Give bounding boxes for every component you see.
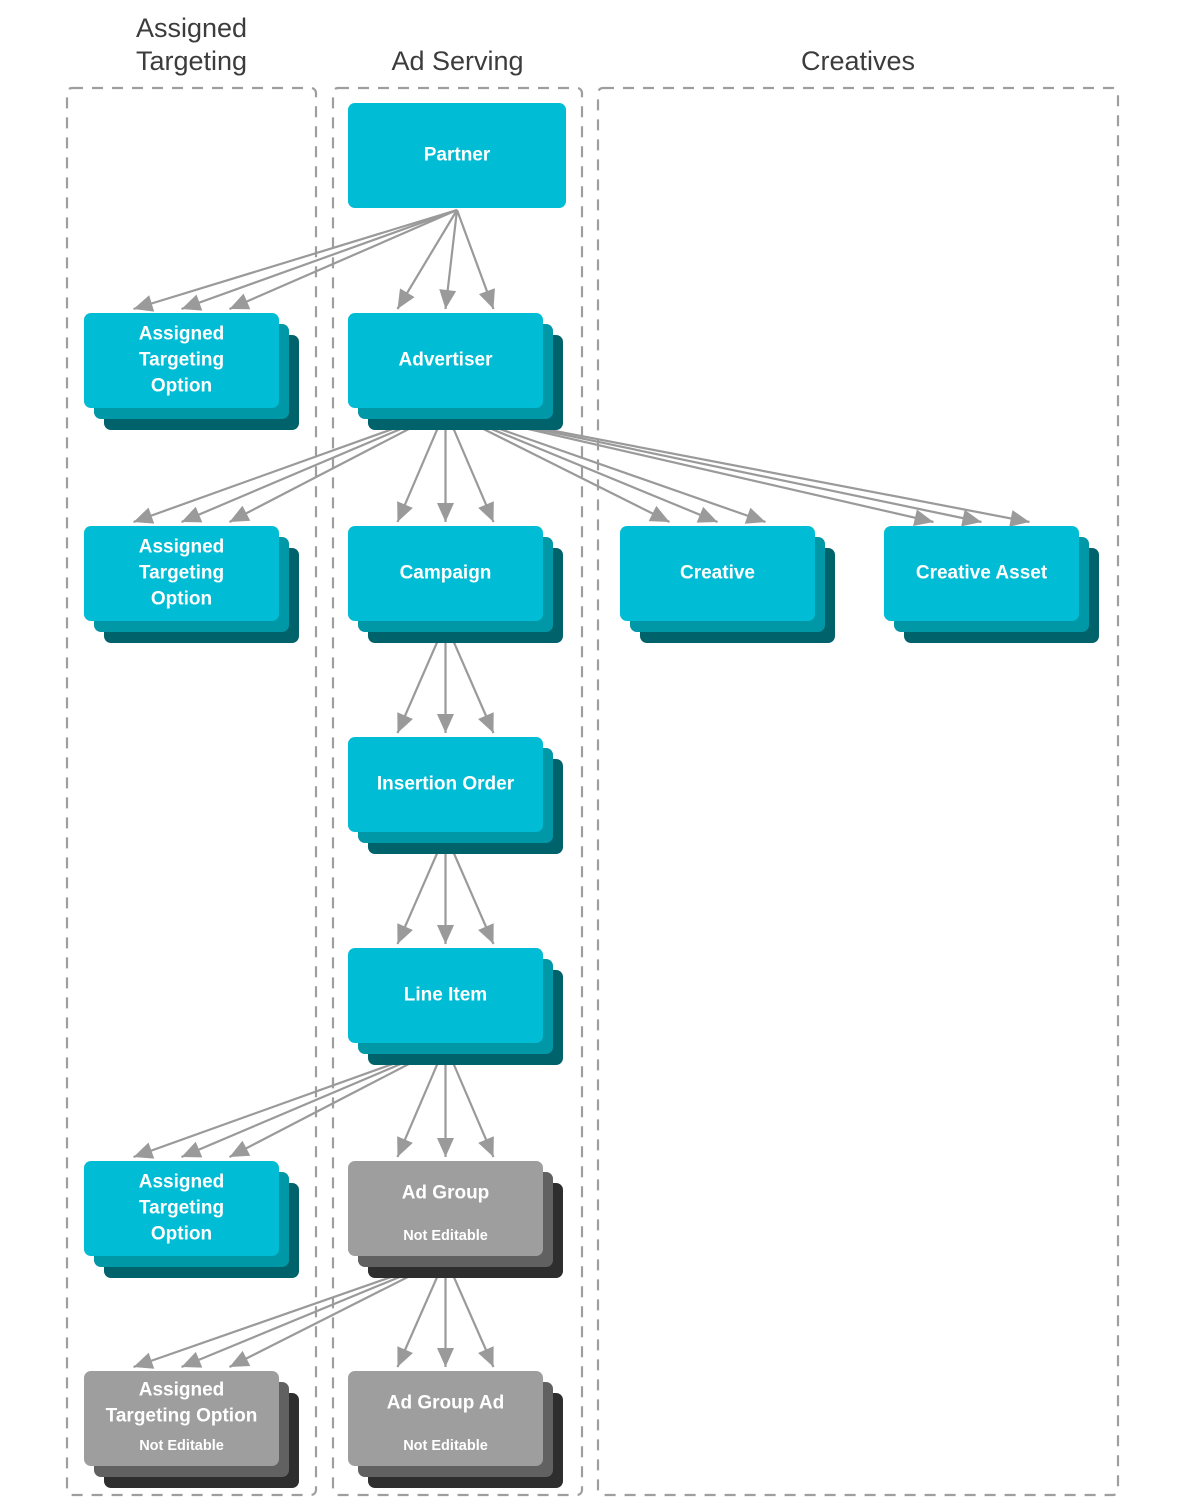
node-face[interactable] <box>348 737 543 832</box>
node-face[interactable] <box>84 1371 279 1466</box>
edge-line <box>229 208 458 311</box>
arrowhead <box>181 506 203 523</box>
arrowhead <box>696 506 718 523</box>
node-face[interactable] <box>348 526 543 621</box>
node-label: Advertiser <box>399 350 494 371</box>
node-label: Campaign <box>400 563 492 584</box>
arrowhead <box>229 1140 251 1157</box>
arrowhead <box>478 923 494 944</box>
node-face[interactable] <box>348 948 543 1043</box>
node-face[interactable] <box>884 526 1079 621</box>
edge-line <box>133 208 458 311</box>
arrowhead <box>229 293 251 310</box>
arrowhead <box>133 1352 155 1369</box>
arrowhead <box>478 1346 494 1367</box>
node-label: Insertion Order <box>377 774 515 795</box>
arrowhead <box>181 294 203 311</box>
column-group-assigned-targeting <box>65 86 318 1497</box>
arrowhead <box>437 1348 454 1367</box>
arrowhead <box>397 923 413 944</box>
node-face[interactable] <box>84 526 279 621</box>
node-sublabel: Not Editable <box>403 1228 488 1244</box>
arrowhead <box>648 505 670 522</box>
arrowhead <box>439 289 457 309</box>
edge-partner-to-assigned-targeting-option-partner <box>133 208 458 312</box>
node-label: Ad Group Ad <box>387 1392 505 1413</box>
node-sublabel: Not Editable <box>139 1438 224 1454</box>
node-insertion-order[interactable]: Insertion Order <box>348 737 563 854</box>
arrowhead <box>744 507 766 524</box>
arrowhead <box>397 501 413 522</box>
arrowhead <box>478 501 494 522</box>
arrowhead <box>133 1142 155 1159</box>
node-line-item[interactable]: Line Item <box>348 948 563 1065</box>
arrowhead <box>229 505 251 522</box>
node-face[interactable] <box>620 526 815 621</box>
edge-line <box>396 209 458 310</box>
arrowhead <box>961 509 982 527</box>
arrowhead <box>229 1350 251 1367</box>
arrowhead <box>913 509 934 527</box>
arrowhead <box>478 288 495 309</box>
edge-line <box>181 208 458 311</box>
arrowhead <box>397 288 415 309</box>
node-partner[interactable]: Partner <box>348 103 566 208</box>
column-group-creatives <box>596 86 1120 1497</box>
node-face[interactable] <box>348 313 543 408</box>
arrowhead <box>397 712 413 733</box>
node-label: Line Item <box>404 985 487 1006</box>
node-advertiser[interactable]: Advertiser <box>348 313 563 430</box>
node-label: Ad Group <box>402 1182 490 1203</box>
arrowhead <box>437 1138 454 1157</box>
node-face[interactable] <box>348 103 566 208</box>
arrowhead <box>397 1136 413 1157</box>
column-title-creatives: Creatives <box>801 46 915 76</box>
column-title-ad-serving: Ad Serving <box>391 46 523 76</box>
arrowhead <box>181 1141 203 1158</box>
arrowhead <box>397 1346 413 1367</box>
arrowhead <box>478 712 494 733</box>
node-label: Creative <box>680 563 755 584</box>
node-label: Partner <box>424 145 491 166</box>
node-campaign[interactable]: Campaign <box>348 526 563 643</box>
arrowhead <box>133 507 155 524</box>
node-face[interactable] <box>348 1161 543 1256</box>
node-face[interactable] <box>84 313 279 408</box>
arrowhead <box>437 503 454 522</box>
edge-partner-to-advertiser <box>396 209 495 310</box>
arrowhead <box>181 1351 203 1368</box>
node-creative[interactable]: Creative <box>620 526 835 643</box>
arrowhead <box>478 1136 494 1157</box>
node-face[interactable] <box>84 1161 279 1256</box>
arrowhead <box>437 925 454 944</box>
node-creative-asset[interactable]: Creative Asset <box>884 526 1099 643</box>
arrowhead <box>133 295 155 312</box>
node-face[interactable] <box>348 1371 543 1466</box>
node-sublabel: Not Editable <box>403 1438 488 1454</box>
arrowhead <box>437 714 454 733</box>
arrowhead <box>1009 510 1030 527</box>
column-group-boxes <box>65 86 1120 1497</box>
column-group-ad-serving <box>331 86 584 1497</box>
node-label: Creative Asset <box>916 563 1048 584</box>
node-ad-group-ad[interactable]: Ad Group Ad Not Editable <box>348 1371 563 1488</box>
